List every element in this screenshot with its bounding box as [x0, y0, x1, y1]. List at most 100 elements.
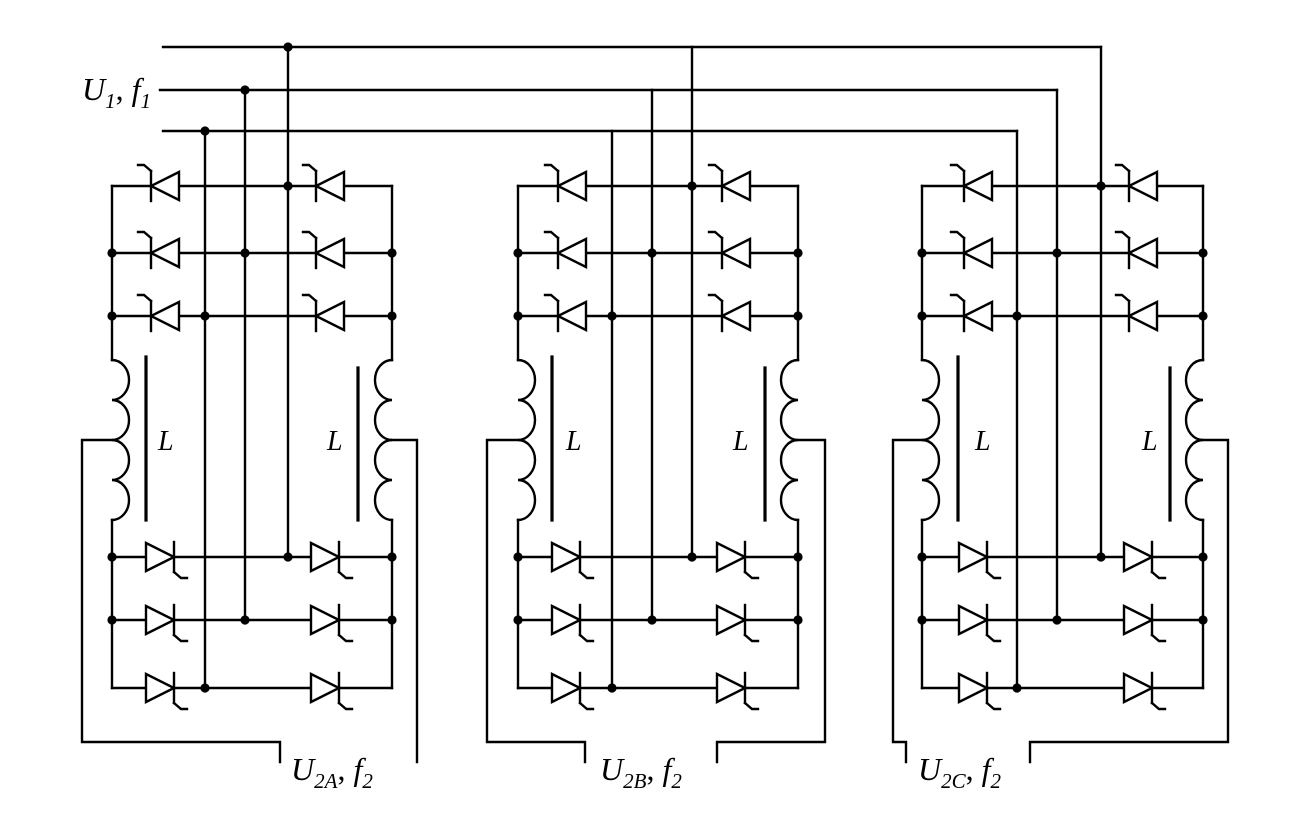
output-voltage-subscript: 2B: [623, 769, 647, 793]
thyristor-gate: [543, 230, 560, 240]
junction-dot: [917, 311, 927, 321]
output-frequency-subscript: 2: [362, 769, 373, 793]
thyristor-triangle: [715, 672, 748, 704]
thyristor: [1114, 293, 1159, 333]
junction-dot: [200, 311, 210, 321]
thyristor-gate: [578, 633, 595, 643]
thyristor-gate: [301, 293, 318, 303]
thyristor: [949, 230, 994, 270]
input-voltage-symbol: U: [82, 71, 107, 107]
junction-dot: [647, 248, 657, 258]
thyristor-gate: [136, 163, 153, 173]
thyristor: [949, 163, 994, 203]
thyristor-triangle: [313, 170, 346, 202]
thyristor: [136, 293, 181, 333]
junction-dot: [283, 552, 293, 562]
converter-group: [485, 45, 827, 764]
thyristor-triangle: [1122, 672, 1155, 704]
output-lead: [80, 438, 282, 764]
thyristor: [136, 163, 181, 203]
output-voltage-subscript: 2A: [314, 769, 338, 793]
thyristor-gate: [985, 633, 1002, 643]
thyristor-gate: [707, 230, 724, 240]
thyristor-gate: [337, 701, 354, 711]
thyristor-gate: [985, 701, 1002, 711]
thyristor-gate: [1114, 230, 1131, 240]
output-label-separator: ,: [966, 751, 974, 787]
thyristor: [1114, 230, 1159, 270]
thyristor-gate: [743, 633, 760, 643]
junction-dot: [607, 311, 617, 321]
thyristor: [309, 671, 354, 711]
input-voltage-subscript: 1: [105, 89, 116, 113]
thyristor: [543, 293, 588, 333]
output-label-separator: ,: [337, 751, 345, 787]
output-frequency-subscript: 2: [991, 769, 1002, 793]
thyristor-triangle: [957, 541, 990, 573]
output-lead: [485, 438, 587, 764]
junction-dot: [917, 248, 927, 258]
thyristor: [543, 163, 588, 203]
thyristor-gate: [172, 701, 189, 711]
inductor-label: L: [732, 426, 749, 457]
junction-dot: [687, 181, 697, 191]
thyristor-triangle: [313, 237, 346, 269]
thyristor-gate: [1114, 293, 1131, 303]
junction-dot: [387, 552, 397, 562]
thyristor: [1122, 671, 1167, 711]
thyristor: [715, 671, 760, 711]
thyristor-triangle: [957, 604, 990, 636]
thyristor: [707, 163, 752, 203]
thyristor-gate: [743, 570, 760, 580]
output-label-separator: ,: [646, 751, 654, 787]
junction-dot: [1198, 311, 1208, 321]
thyristor-triangle: [550, 672, 583, 704]
thyristor-triangle: [961, 170, 994, 202]
input-label-separator: ,: [116, 71, 124, 107]
converter-group: [80, 45, 419, 764]
thyristor-triangle: [961, 300, 994, 332]
thyristor: [1122, 603, 1167, 643]
thyristor-gate: [301, 230, 318, 240]
junction-dot: [283, 42, 293, 52]
output-label-a: U2A,f2: [291, 751, 373, 793]
thyristor-gate: [949, 230, 966, 240]
junction-dot: [200, 126, 210, 136]
thyristor-triangle: [715, 604, 748, 636]
junction-dot: [793, 552, 803, 562]
thyristor-gate: [136, 230, 153, 240]
thyristor-triangle: [715, 541, 748, 573]
thyristor-triangle: [148, 300, 181, 332]
junction-dot: [200, 683, 210, 693]
inductor-label: L: [565, 426, 582, 457]
junction-dot: [687, 552, 697, 562]
converter-group: [891, 45, 1230, 764]
thyristor-triangle: [961, 237, 994, 269]
input-frequency-subscript: 1: [141, 89, 152, 113]
thyristor-gate: [1150, 701, 1167, 711]
junction-dot: [793, 248, 803, 258]
thyristor-triangle: [309, 541, 342, 573]
thyristor-gate: [301, 163, 318, 173]
junction-dots: [107, 42, 1208, 693]
thyristor-gate: [707, 163, 724, 173]
junction-dot: [1198, 615, 1208, 625]
thyristor: [301, 230, 346, 270]
circuit-wiring: [80, 45, 1230, 764]
thyristor-gate: [543, 163, 560, 173]
output-lead: [1028, 438, 1230, 764]
thyristor-gate: [337, 570, 354, 580]
thyristor: [550, 671, 595, 711]
thyristor-triangle: [144, 604, 177, 636]
thyristor: [550, 540, 595, 580]
thyristor-triangle: [309, 604, 342, 636]
junction-dot: [513, 311, 523, 321]
thyristor-triangle: [1122, 604, 1155, 636]
thyristor-triangle: [144, 541, 177, 573]
thyristor-gate: [543, 293, 560, 303]
thyristor-triangle: [550, 541, 583, 573]
output-voltage-symbol: U: [291, 751, 316, 787]
thyristor-gate: [1150, 633, 1167, 643]
junction-dot: [240, 615, 250, 625]
